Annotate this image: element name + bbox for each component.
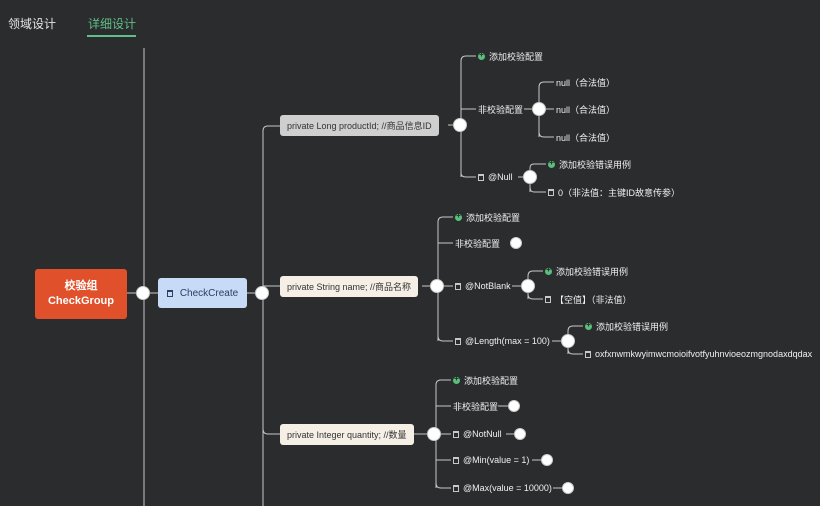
tab-domain-design[interactable]: 领域设计: [8, 17, 57, 31]
tab-bar: 领域设计 详细设计: [0, 0, 820, 40]
add-error-case[interactable]: 添加校验错误用例: [585, 320, 668, 332]
non-check-product-id-toggle[interactable]: [532, 102, 546, 116]
trash-icon[interactable]: [545, 295, 551, 303]
check-create-node[interactable]: CheckCreate: [158, 278, 247, 308]
check-create-collapse-toggle[interactable]: [255, 286, 269, 300]
field-product-id[interactable]: private Long productId; //商品信息ID: [280, 115, 439, 136]
active-tab-indicator: [87, 35, 136, 37]
error-case-label: 【空值】（非法值）: [555, 294, 632, 305]
field-quantity[interactable]: private Integer quantity; //数量: [280, 424, 414, 445]
field-name[interactable]: private String name; //商品名称: [280, 276, 419, 297]
trash-icon[interactable]: [548, 188, 554, 196]
non-check-label: 非校验配置: [453, 401, 499, 412]
add-icon: [455, 211, 462, 221]
non-check-value: null（合法值）: [556, 77, 616, 88]
add-config-name[interactable]: 添加校验配置: [455, 211, 520, 223]
not-null-label: @NotNull: [463, 429, 502, 439]
trash-icon[interactable]: [455, 282, 461, 290]
add-icon: [548, 158, 555, 168]
null-rule[interactable]: @Null: [478, 171, 513, 183]
add-icon: [545, 265, 552, 275]
field-product-id-toggle[interactable]: [453, 118, 467, 132]
root-collapse-toggle[interactable]: [136, 286, 150, 300]
root-subtitle: CheckGroup: [47, 295, 114, 307]
add-config-product-id[interactable]: 添加校验配置: [478, 50, 543, 62]
add-config-quantity[interactable]: 添加校验配置: [453, 374, 518, 386]
not-null-rule[interactable]: @NotNull: [453, 428, 502, 440]
null-rule-label: @Null: [488, 172, 513, 182]
not-blank-rule[interactable]: @NotBlank: [455, 280, 511, 292]
length-label: @Length(max = 100): [465, 336, 550, 346]
add-icon: [478, 50, 485, 60]
add-config-label: 添加校验配置: [489, 51, 544, 62]
check-create-label: CheckCreate: [179, 287, 239, 299]
add-error-case[interactable]: 添加校验错误用例: [548, 158, 631, 170]
max-label: @Max(value = 10000): [463, 483, 552, 493]
trash-icon[interactable]: [585, 350, 591, 358]
root-node[interactable]: 校验组 CheckGroup: [35, 269, 127, 319]
not-null-toggle[interactable]: [514, 428, 526, 440]
tab-detail-design[interactable]: 详细设计: [88, 17, 137, 31]
length-rule[interactable]: @Length(max = 100): [455, 335, 550, 347]
add-error-case[interactable]: 添加校验错误用例: [545, 265, 628, 277]
not-blank-label: @NotBlank: [465, 281, 511, 291]
field-quantity-label: private Integer quantity; //数量: [287, 430, 407, 440]
add-error-label: 添加校验错误用例: [559, 159, 632, 170]
max-toggle[interactable]: [562, 482, 574, 494]
max-rule[interactable]: @Max(value = 10000): [453, 482, 552, 494]
field-quantity-toggle[interactable]: [427, 427, 441, 441]
root-title: 校验组: [64, 280, 98, 292]
add-icon: [453, 374, 460, 384]
add-error-label: 添加校验错误用例: [596, 321, 669, 332]
length-toggle[interactable]: [561, 334, 575, 348]
error-case[interactable]: 0（非法值：主键ID故意传参）: [548, 186, 680, 198]
field-name-label: private String name; //商品名称: [287, 282, 412, 292]
non-check-quantity-toggle[interactable]: [508, 400, 520, 412]
null-rule-toggle[interactable]: [523, 170, 537, 184]
non-check-name[interactable]: 非校验配置: [455, 237, 500, 249]
add-config-label: 添加校验配置: [466, 212, 521, 223]
non-check-name-toggle[interactable]: [510, 237, 522, 249]
not-blank-toggle[interactable]: [521, 279, 535, 293]
error-case-label: 0（非法值：主键ID故意传参）: [558, 187, 681, 198]
add-error-label: 添加校验错误用例: [556, 266, 629, 277]
non-check-quantity[interactable]: 非校验配置: [453, 400, 498, 412]
error-case-label: oxfxnwmkwyimwcmoioifvotfyuhnvioeozmgnoda…: [595, 349, 813, 359]
trash-icon[interactable]: [166, 289, 173, 297]
error-case[interactable]: 【空值】（非法值）: [545, 293, 632, 305]
trash-icon[interactable]: [455, 337, 461, 345]
field-product-id-label: private Long productId; //商品信息ID: [287, 121, 432, 131]
min-label: @Min(value = 1): [463, 455, 530, 465]
error-case[interactable]: oxfxnwmkwyimwcmoioifvotfyuhnvioeozmgnoda…: [585, 348, 812, 360]
field-name-toggle[interactable]: [430, 279, 444, 293]
add-icon: [585, 320, 592, 330]
non-check-value: null（合法值）: [556, 132, 616, 143]
trash-icon[interactable]: [453, 430, 459, 438]
non-check-label: 非校验配置: [455, 238, 501, 249]
non-check-value: null（合法值）: [556, 104, 616, 115]
min-rule[interactable]: @Min(value = 1): [453, 454, 529, 466]
add-config-label: 添加校验配置: [464, 375, 519, 386]
trash-icon[interactable]: [453, 456, 459, 464]
trash-icon[interactable]: [453, 484, 459, 492]
non-check-label: 非校验配置: [478, 104, 524, 115]
trash-icon[interactable]: [478, 173, 484, 181]
non-check-product-id[interactable]: 非校验配置: [478, 103, 523, 115]
min-toggle[interactable]: [541, 454, 553, 466]
